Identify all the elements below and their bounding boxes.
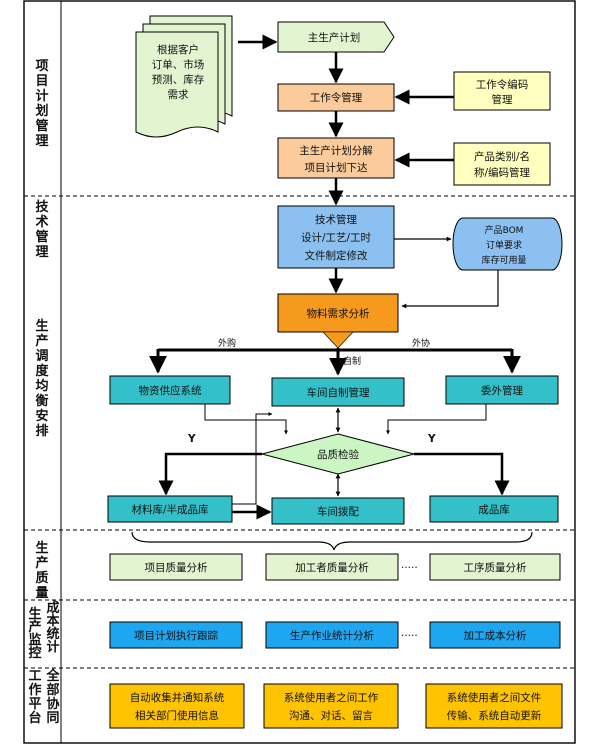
section-label-project-planning: 项目计划管理 — [35, 59, 48, 149]
arrow-outsource-to-quality — [386, 404, 487, 435]
tech-management-node[interactable]: 技术管理 设计/工艺/工时 文件制定修改 — [277, 205, 395, 269]
tech-management-line: 技术管理 — [315, 213, 357, 226]
outsource-mgmt-label: 委外管理 — [481, 384, 523, 397]
process-cost-node[interactable]: 加工成本分析 — [429, 621, 561, 649]
tech-management-line: 文件制定修改 — [305, 249, 368, 262]
label-self-made: 自制 — [343, 355, 361, 367]
user-communication-line: 系统使用者之间工作 — [284, 691, 379, 704]
plan-tracking-label: 项目计划执行跟踪 — [134, 629, 218, 642]
finished-stock-node[interactable]: 成品库 — [429, 495, 559, 523]
plan-breakdown-line: 项目计划下达 — [305, 161, 368, 174]
material-stock-label: 材料库/半成品库 — [131, 503, 208, 516]
work-order-coding-line: 管理 — [492, 93, 513, 106]
section-label-cost-statistics: 成本统计 — [46, 600, 59, 655]
quality-brace — [131, 531, 533, 551]
process-quality-label: 工序质量分析 — [464, 561, 527, 574]
plan-tracking-node[interactable]: 项目计划执行跟踪 — [109, 621, 243, 649]
arrow-purchase-to-quality — [204, 404, 288, 435]
worker-quality-label: 加工者质量分析 — [295, 561, 369, 574]
source-docs-line: 预测、库存 — [152, 73, 205, 86]
section-label-technical: 技术管理 — [34, 199, 49, 260]
product-category-line: 称/编码管理 — [474, 166, 531, 179]
section-label-production-monitoring: 生产监控 — [28, 606, 41, 661]
bom-store-line: 订单要求 — [486, 239, 522, 251]
file-transfer-node[interactable]: 系统使用者之间文件 传输、系统自动更新 — [425, 683, 563, 729]
operation-stats-node[interactable]: 生产作业统计分析 — [265, 621, 399, 649]
source-docs-line: 订单、市场 — [152, 58, 205, 71]
label-outsourced: 外协 — [412, 337, 430, 349]
auto-notify-node[interactable]: 自动收集并通知系统 相关部门使用信息 — [109, 683, 245, 729]
section-label-department-collaboration: 全部协同 — [45, 668, 60, 726]
workshop-dispatch-node[interactable]: 车间拨配 — [271, 497, 405, 525]
quality-check-label: 品质检验 — [317, 448, 359, 461]
auto-notify-line: 相关部门使用信息 — [135, 709, 219, 722]
work-order-node[interactable]: 工作令管理 — [277, 83, 395, 112]
section-label-work-platform: 工作平台 — [28, 669, 41, 726]
master-plan-node[interactable]: 主生产计划 — [277, 21, 395, 53]
workshop-dispatch-label: 车间拨配 — [317, 505, 359, 518]
arrow-bom-to-material — [401, 270, 499, 309]
purchase-supply-node[interactable]: 物资供应系统 — [109, 375, 231, 405]
plan-breakdown-node[interactable]: 主生产计划分解 项目计划下达 — [277, 137, 395, 179]
process-cost-label: 加工成本分析 — [464, 629, 527, 642]
material-analysis-node[interactable]: 物料需求分析 — [277, 293, 399, 333]
project-quality-node[interactable]: 项目质量分析 — [109, 553, 243, 581]
user-communication-line: 沟通、对话、留言 — [289, 709, 373, 722]
finished-stock-label: 成品库 — [478, 503, 510, 516]
material-analysis-label: 物料需求分析 — [307, 307, 370, 320]
bom-store-line: 库存可用量 — [481, 254, 526, 266]
product-category-node[interactable]: 产品类别/名 称/编码管理 — [453, 142, 551, 186]
arrow-quality-to-finished-stock — [414, 452, 510, 496]
work-order-label: 工作令管理 — [310, 91, 363, 104]
material-down-arrow — [322, 331, 354, 349]
workshop-mgmt-node[interactable]: 车间自制管理 — [271, 377, 405, 407]
label-external-purchase: 外购 — [218, 337, 236, 349]
product-category-line: 产品类别/名 — [474, 150, 530, 163]
material-stock-node[interactable]: 材料库/半成品库 — [107, 495, 233, 523]
work-order-coding-node[interactable]: 工作令编码 管理 — [453, 71, 551, 111]
label-yes-right: Y — [427, 433, 436, 445]
source-docs-line: 需求 — [168, 89, 189, 101]
section-label-production-scheduling: 生产调度均衡安排 — [35, 318, 49, 439]
bom-store-line: 产品BOM — [485, 224, 524, 236]
bom-store-node[interactable]: 产品BOM 订单要求 库存可用量 — [452, 217, 563, 271]
label-yes-left: Y — [187, 433, 196, 445]
ellipsis-monitor: ····· — [401, 630, 418, 642]
file-transfer-line: 传输、系统自动更新 — [447, 709, 542, 722]
plan-breakdown-line: 主生产计划分解 — [299, 144, 373, 157]
arrow-quality-to-material-stock — [158, 452, 262, 496]
arrow-material-stock-loop — [232, 412, 273, 505]
work-order-coding-line: 工作令编码 — [476, 78, 529, 91]
outer-frame — [23, 0, 576, 744]
outsource-mgmt-node[interactable]: 委外管理 — [445, 375, 559, 405]
ellipsis-quality: ····· — [401, 562, 418, 574]
quality-check-node[interactable]: 品质检验 — [260, 433, 416, 475]
project-quality-label: 项目质量分析 — [145, 561, 208, 574]
tech-management-line: 设计/工艺/工时 — [301, 231, 372, 244]
section-label-production-quality: 生产质量 — [35, 540, 48, 601]
operation-stats-label: 生产作业统计分析 — [290, 629, 374, 642]
auto-notify-line: 自动收集并通知系统 — [130, 691, 225, 704]
process-quality-node[interactable]: 工序质量分析 — [429, 553, 561, 581]
user-communication-node[interactable]: 系统使用者之间工作 沟通、对话、留言 — [263, 683, 399, 729]
source-docs-line: 根据客户 — [157, 43, 199, 56]
file-transfer-line: 系统使用者之间文件 — [447, 691, 542, 704]
master-plan-label: 主生产计划 — [308, 31, 361, 44]
purchase-supply-label: 物资供应系统 — [139, 384, 202, 397]
source-documents: 根据客户 订单、市场 预测、库存 需求 — [135, 15, 233, 138]
workshop-mgmt-label: 车间自制管理 — [307, 386, 370, 399]
worker-quality-node[interactable]: 加工者质量分析 — [265, 553, 399, 581]
